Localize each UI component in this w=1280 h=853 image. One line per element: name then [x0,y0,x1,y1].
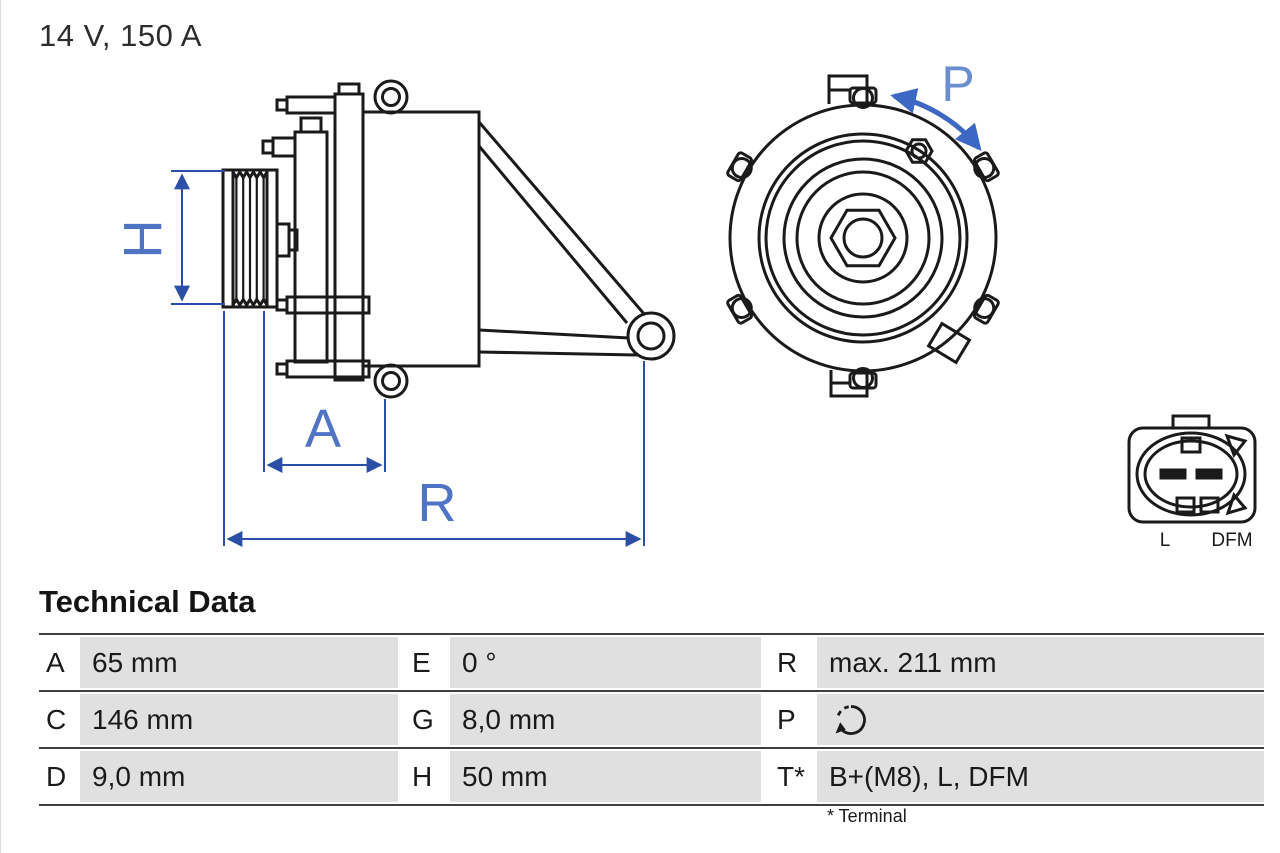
bolt-nub [271,136,297,158]
table-cell-key: H [398,749,450,804]
rotation-label-p: P [941,56,974,112]
table-cell-value: max. 211 mm [817,635,1264,690]
table-row: C 146 mm G 8,0 mm P [39,690,1264,747]
mounting-ear-bottom [373,363,409,399]
technical-data-table: A 65 mm E 0 ° R max. 211 mm C 146 mm G 8… [39,633,1264,806]
mounting-ear-top [373,79,409,115]
table-cell-key: A [39,635,80,690]
mounting-lug-right [926,321,972,365]
dimension-a [263,311,386,473]
table-cell-key: C [39,692,80,747]
rotation-clockwise-icon [835,704,866,735]
connector-label-dfm: DFM [1211,530,1252,551]
dimension-label-h: H [113,220,173,259]
shaft-boss [275,222,291,258]
table-cell-key: P [761,692,817,747]
table-row: D 9,0 mm H 50 mm T* B+(M8), L, DFM [39,747,1264,806]
front-view-drawing [726,74,1000,398]
drive-end-housing [261,82,371,382]
connector-label-l: L [1160,530,1171,551]
connector-diagram [1127,414,1257,524]
mounting-lug-bottom [829,370,869,398]
table-cell-key: R [761,635,817,690]
table-cell-key: T* [761,749,817,804]
housing-bolt-ears [726,86,1000,390]
table-cell-value: 0 ° [450,635,761,690]
table-cell-value: 65 mm [80,635,398,690]
table-cell-value: 9,0 mm [80,749,398,804]
tensioner-bracket [477,121,676,361]
dimension-r [223,311,645,547]
connector-top-tab [1171,414,1211,428]
table-cell-value: B+(M8), L, DFM [817,749,1264,804]
table-cell-value: 8,0 mm [450,692,761,747]
table-cell-key: G [398,692,450,747]
technical-data-title: Technical Data [39,584,256,619]
terminal-footnote: * Terminal [827,806,907,826]
dimension-label-r: R [418,473,457,533]
connector-pin-dfm [1195,468,1223,480]
table-cell-key: E [398,635,450,690]
table-row: A 65 mm E 0 ° R max. 211 mm [39,633,1264,690]
shaft-nut [829,208,897,268]
alternator-body [361,110,481,368]
connector-pin-l [1159,468,1187,480]
dimension-label-a: A [305,399,341,459]
dimension-h [171,170,225,305]
table-cell-value: 146 mm [80,692,398,747]
table-cell-value: 50 mm [450,749,761,804]
mounting-lug-top [827,74,869,104]
table-cell-value [817,692,1264,747]
pulley [221,168,299,309]
table-cell-key: D [39,749,80,804]
voltage-current-rating: 14 V, 150 A [39,18,202,53]
side-view-drawing [221,79,676,399]
rotation-direction-arrow [890,88,982,152]
technical-drawing: H A R [113,56,1257,551]
